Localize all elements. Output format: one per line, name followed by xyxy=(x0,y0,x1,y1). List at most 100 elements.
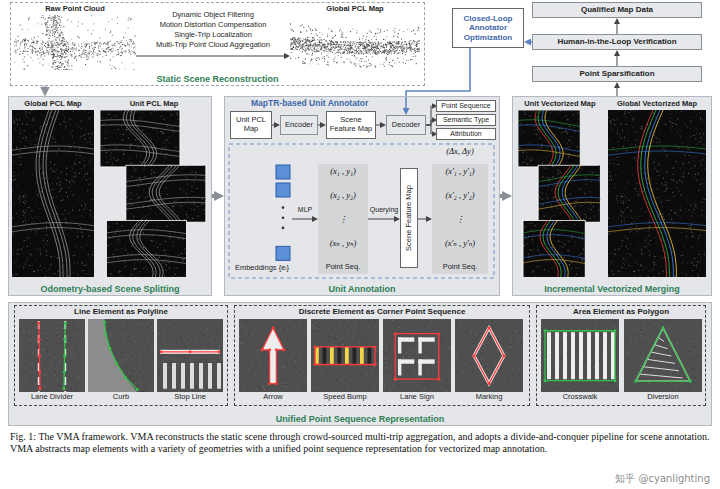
illustration-rect xyxy=(71,39,72,40)
illustration-rect xyxy=(374,46,375,47)
illustration-rect xyxy=(61,31,62,33)
illustration-rect xyxy=(92,56,93,57)
illustration-rect xyxy=(294,49,295,50)
illustration-rect xyxy=(331,44,332,45)
illustration-rect xyxy=(55,29,56,30)
illustration-g xyxy=(290,23,420,67)
illustration-rect xyxy=(93,49,94,50)
illustration-rect xyxy=(133,52,134,53)
illustration-rect xyxy=(401,48,402,49)
illustration-rect xyxy=(53,59,54,60)
illustration-rect xyxy=(310,47,311,48)
illustration-rect xyxy=(330,48,331,49)
illustration-rect xyxy=(358,53,359,54)
illustration-rect xyxy=(62,40,63,41)
illustration-rect xyxy=(46,30,47,31)
illustration-rect xyxy=(65,52,66,53)
illustration-rect xyxy=(15,50,16,51)
illustration-rect xyxy=(390,50,391,51)
illustration-rect xyxy=(62,63,63,64)
illustration-rect xyxy=(349,52,350,53)
illustration-rect xyxy=(410,44,411,45)
illustration-rect xyxy=(134,43,135,44)
illustration-rect xyxy=(365,39,366,40)
illustration-rect xyxy=(52,47,53,48)
illustration-rect xyxy=(326,40,327,41)
illustration-rect xyxy=(59,24,60,25)
illustration-rect xyxy=(53,24,54,25)
illustration-rect xyxy=(418,48,419,49)
illustration-rect xyxy=(386,49,387,50)
illustration-rect xyxy=(85,46,86,47)
illustration-rect xyxy=(324,49,325,50)
illustration-rect xyxy=(23,39,24,40)
illustration-rect xyxy=(402,46,403,47)
illustration-rect xyxy=(61,57,62,58)
illustration-rect xyxy=(347,53,348,54)
illustration-rect xyxy=(55,49,56,50)
illustration-rect xyxy=(128,28,129,29)
illustration-rect xyxy=(375,46,376,47)
illustration-rect xyxy=(55,56,56,57)
illustration-rect xyxy=(54,24,55,25)
illustration-rect xyxy=(68,59,69,60)
illustration-rect xyxy=(55,31,56,32)
illustration-rect xyxy=(60,53,61,54)
illustration-rect xyxy=(361,53,362,54)
illustration-rect xyxy=(43,50,44,51)
illustration-rect xyxy=(100,51,101,52)
illustration-rect xyxy=(56,21,57,22)
illustration-rect xyxy=(399,46,400,47)
illustration-rect xyxy=(386,44,387,45)
illustration-rect xyxy=(22,29,23,30)
illustration-rect xyxy=(114,43,115,44)
illustration-rect xyxy=(61,51,62,52)
illustration-rect xyxy=(384,61,385,62)
illustration-rect xyxy=(51,42,52,43)
illustration-rect xyxy=(389,63,390,64)
illustration-rect xyxy=(37,43,38,44)
illustration-rect xyxy=(110,32,111,33)
illustration-rect xyxy=(63,40,64,41)
illustration-rect xyxy=(306,53,307,54)
illustration-rect xyxy=(51,42,52,43)
illustration-rect xyxy=(350,47,351,48)
illustration-rect xyxy=(58,43,59,44)
illustration-rect xyxy=(120,46,121,47)
illustration-rect xyxy=(56,68,57,69)
illustration-rect xyxy=(309,43,310,44)
illustration-rect xyxy=(395,51,396,52)
illustration-rect xyxy=(319,42,320,43)
illustration-rect xyxy=(24,61,25,62)
illustration-rect xyxy=(341,45,342,46)
illustration-rect xyxy=(64,56,65,57)
illustration-rect xyxy=(331,40,332,41)
illustration-rect xyxy=(60,32,61,33)
illustration-rect xyxy=(378,43,379,44)
illustration-rect xyxy=(355,46,356,47)
illustration-rect xyxy=(376,36,377,37)
illustration-rect xyxy=(393,49,394,50)
illustration-rect xyxy=(336,51,337,52)
illustration-rect xyxy=(412,42,413,43)
illustration-rect xyxy=(33,47,34,48)
illustration-rect xyxy=(324,48,325,49)
illustration-rect xyxy=(383,39,384,40)
illustration-rect xyxy=(67,69,68,70)
illustration-rect xyxy=(290,45,291,46)
illustration-rect xyxy=(52,62,53,63)
illustration-rect xyxy=(36,51,37,52)
illustration-rect xyxy=(48,54,49,55)
illustration-rect xyxy=(385,43,386,44)
illustration-rect xyxy=(56,39,57,40)
illustration-rect xyxy=(104,50,105,51)
illustration-rect xyxy=(131,39,132,40)
illustration-rect xyxy=(87,55,88,56)
illustration-rect xyxy=(57,47,58,48)
figure-label: Raw Point Cloud xyxy=(14,5,136,14)
illustration-rect xyxy=(93,54,94,55)
illustration-rect xyxy=(369,43,370,44)
illustration-rect xyxy=(56,61,57,62)
illustration-rect xyxy=(327,52,328,53)
illustration-rect xyxy=(367,49,368,50)
